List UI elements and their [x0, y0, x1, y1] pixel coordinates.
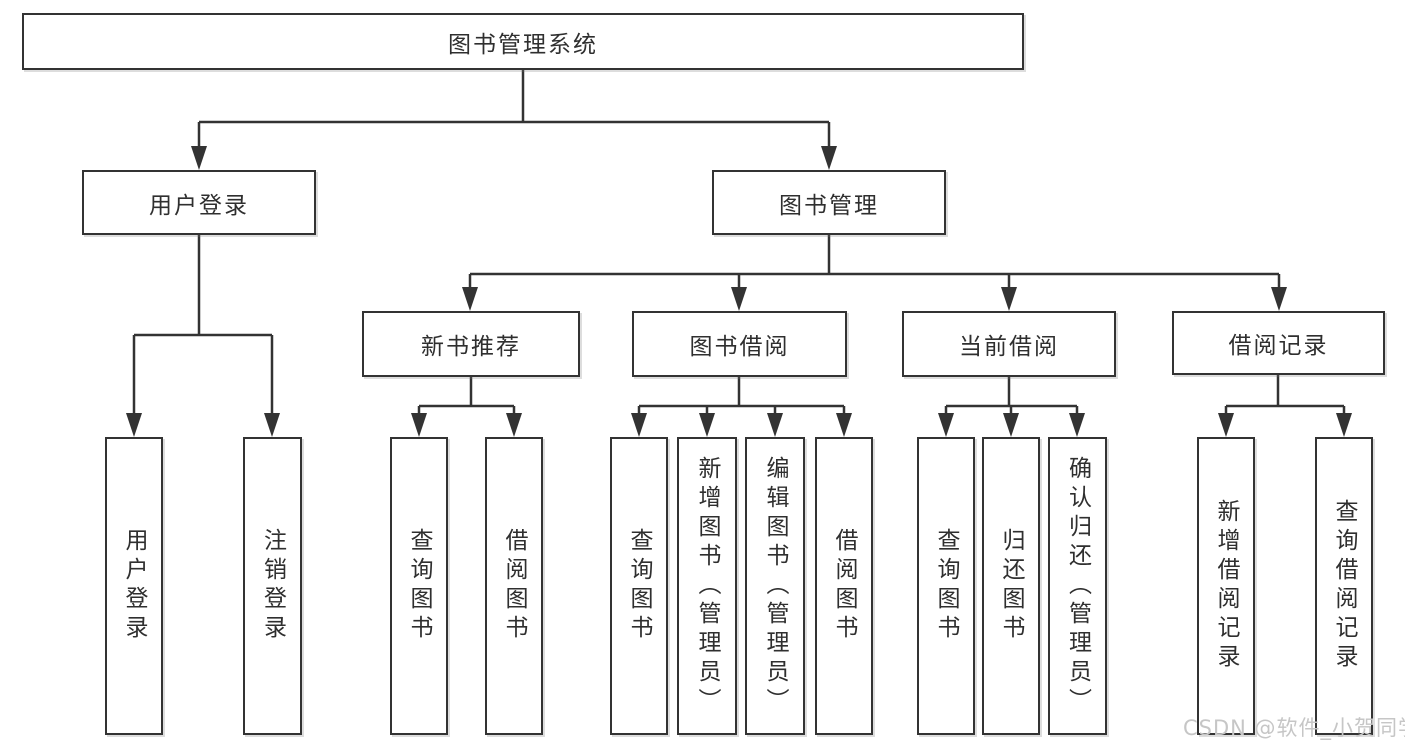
connector-root-to-level2 [197, 70, 831, 148]
leaf-edit-books-admin: 编辑图书（管理员） [745, 437, 805, 735]
arrowhead-down-icon [699, 413, 715, 437]
arrowhead-down-icon [731, 287, 747, 311]
arrowhead-down-icon [462, 287, 478, 311]
node-book-management: 图书管理 [712, 170, 946, 235]
leaf-return-books: 归还图书 [982, 437, 1040, 735]
arrowhead-down-icon [1218, 413, 1234, 437]
arrowhead-down-icon [191, 146, 207, 170]
arrowhead-down-icon [1001, 287, 1017, 311]
leaf-confirm-return-admin: 确认归还（管理员） [1048, 437, 1107, 735]
connector-new-book-rec-to-leaves [417, 377, 516, 415]
arrowhead-down-icon [411, 413, 427, 437]
leaf-logout: 注销登录 [243, 437, 302, 735]
leaf-add-books-admin: 新增图书（管理员） [677, 437, 737, 735]
csdn-watermark: CSDN @软件_小贺同学 [1183, 716, 1405, 740]
leaf-borrow-books-recommend: 借阅图书 [485, 437, 543, 735]
node-root-library-system: 图书管理系统 [22, 13, 1024, 70]
connector-current-borrow-to-leaves [944, 377, 1079, 415]
connector-user-login-to-leaves [132, 235, 274, 415]
arrowhead-down-icon [264, 413, 280, 437]
arrowhead-down-icon [1271, 287, 1287, 311]
leaf-borrow-books: 借阅图书 [815, 437, 873, 735]
arrowhead-down-icon [1336, 413, 1352, 437]
leaf-query-books-recommend: 查询图书 [390, 437, 448, 735]
connector-book-borrow-to-leaves [637, 377, 846, 415]
leaf-query-books-current: 查询图书 [917, 437, 975, 735]
leaf-add-borrow-record: 新增借阅记录 [1197, 437, 1255, 735]
arrowhead-down-icon [938, 413, 954, 437]
leaf-query-books-borrow: 查询图书 [610, 437, 668, 735]
arrowhead-down-icon [836, 413, 852, 437]
arrowhead-down-icon [126, 413, 142, 437]
node-current-borrow: 当前借阅 [902, 311, 1116, 377]
node-borrow-record: 借阅记录 [1172, 311, 1385, 375]
arrowhead-down-icon [1069, 413, 1085, 437]
arrowhead-down-icon [1003, 413, 1019, 437]
arrowhead-down-icon [631, 413, 647, 437]
leaf-user-login: 用户登录 [105, 437, 163, 735]
arrowhead-down-icon [767, 413, 783, 437]
connector-borrow-record-to-leaves [1224, 375, 1346, 415]
arrowhead-down-icon [821, 146, 837, 170]
leaf-query-borrow-record: 查询借阅记录 [1315, 437, 1373, 735]
node-user-login: 用户登录 [82, 170, 316, 235]
arrowhead-down-icon [506, 413, 522, 437]
connector-book-mgmt-to-level3 [468, 235, 1281, 289]
node-new-book-recommend: 新书推荐 [362, 311, 580, 377]
node-book-borrow: 图书借阅 [632, 311, 847, 377]
